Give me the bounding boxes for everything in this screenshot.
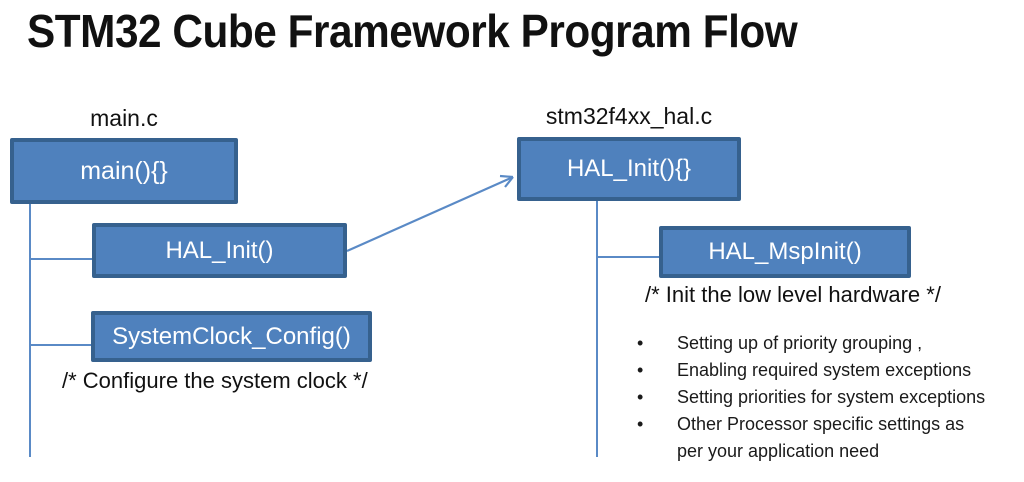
file-label-main-c: main.c [90, 105, 158, 131]
comment-configure-clock: /* Configure the system clock */ [62, 368, 368, 393]
bullet-item-exception-priorities: Setting priorities for system exceptions [628, 384, 1024, 411]
comment-init-low-level-hardware: /* Init the low level hardware */ [645, 282, 941, 307]
bullet-item-priority-grouping: Setting up of priority grouping , [628, 330, 1024, 357]
box-main-function: main(){} [10, 138, 238, 204]
file-label-stm32f4xx-hal-c: stm32f4xx_hal.c [545, 103, 713, 129]
mspinit-bullet-list: Setting up of priority grouping , Enabli… [628, 330, 1024, 465]
bullet-item-system-exceptions: Enabling required system exceptions [628, 357, 1024, 384]
box-hal-init-definition: HAL_Init(){} [517, 137, 741, 201]
box-systemclock-config: SystemClock_Config() [91, 311, 372, 362]
box-hal-init-call: HAL_Init() [92, 223, 347, 278]
box-hal-mspinit: HAL_MspInit() [659, 226, 911, 278]
left-tree-line [29, 204, 92, 457]
bullet-item-other-settings: Other Processor specific settings as per… [628, 411, 1024, 465]
call-arrow [346, 175, 514, 253]
call-arrow-head-icon [499, 174, 514, 188]
slide-title: STM32 Cube Framework Program Flow [27, 5, 798, 57]
